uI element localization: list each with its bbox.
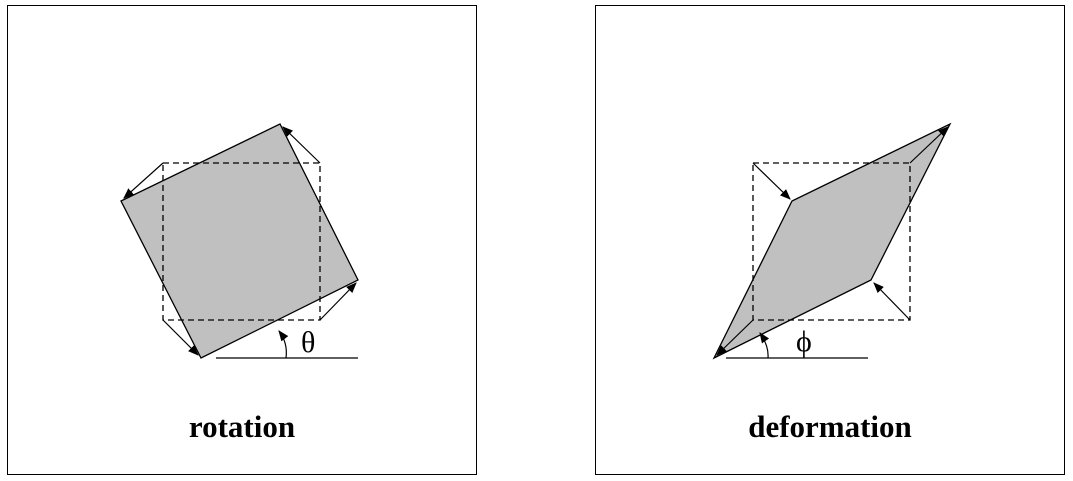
arrow-top-left [123, 162, 164, 199]
rotated-square [120, 123, 359, 359]
arrow-bottom-left [716, 319, 754, 356]
arrow-bottom-right [873, 282, 911, 321]
corner-displacement-arrows [123, 126, 357, 356]
rotation-caption: rotation [188, 409, 296, 444]
theta-label: θ [301, 326, 315, 359]
phi-label: ϕ [796, 325, 812, 358]
arrow-top-left [752, 162, 791, 200]
deformed-rhombus [712, 122, 952, 360]
deformation-diagram: ϕ [712, 122, 952, 360]
rotation-panel: θ rotation [7, 5, 477, 475]
angle-arc [278, 330, 289, 359]
deformation-caption: deformation [748, 409, 912, 444]
arrow-top-right [282, 126, 321, 164]
corner-displacement-arrows [716, 126, 949, 356]
original-square-dashed [752, 162, 911, 321]
arrow-bottom-right [319, 282, 357, 321]
deformation-panel: ϕ deformation [595, 5, 1065, 475]
angle-arc [759, 332, 770, 359]
rotation-diagram: θ [120, 123, 359, 359]
arrow-bottom-left [162, 319, 199, 356]
arrow-top-right [909, 126, 949, 164]
original-square-dashed [162, 162, 321, 321]
